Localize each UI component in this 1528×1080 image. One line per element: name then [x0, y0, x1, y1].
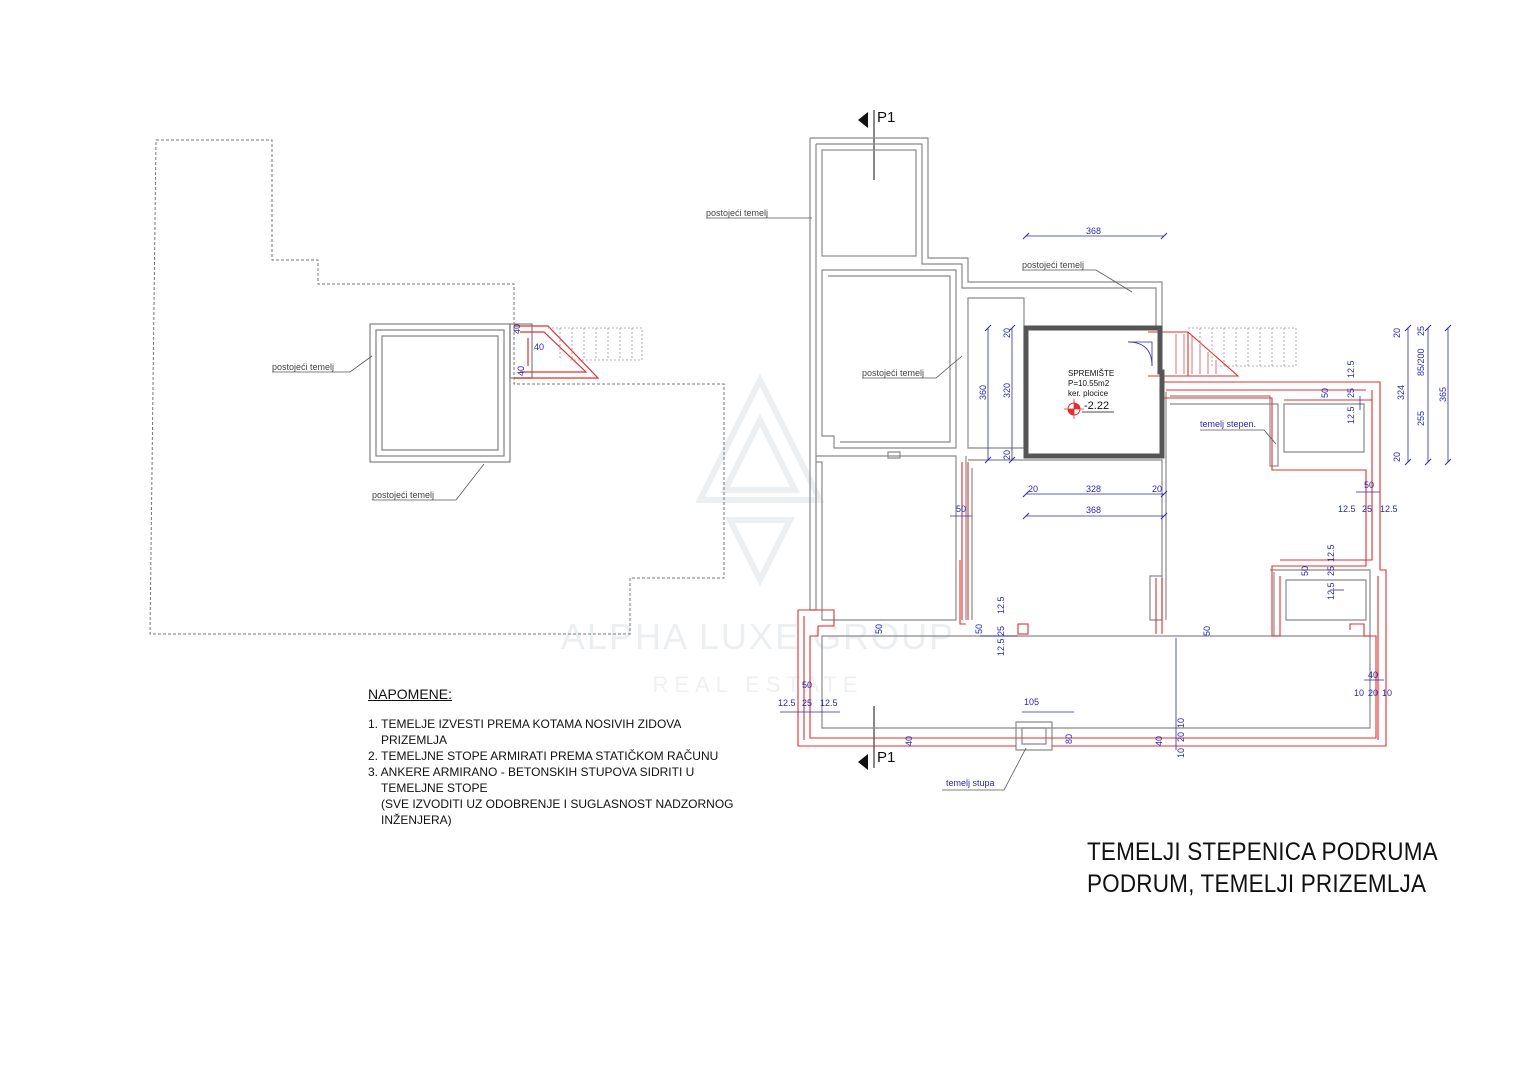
dim-label: 20: [1392, 452, 1402, 462]
left-foundation-square: [369, 323, 533, 463]
storage-room: SPREMIŠTE P=10.55m2 ker. plocice -2.22: [1023, 325, 1165, 459]
dim-label: 320: [1002, 383, 1012, 398]
room-area: P=10.55m2: [1068, 379, 1110, 388]
note-line: TEMELJNE STOPE: [381, 781, 488, 795]
dim-label: 12.5: [996, 638, 1006, 656]
label-existing-foundation: postojeći temelj: [706, 208, 768, 218]
dim-label: 25: [1326, 566, 1336, 576]
left-stair-foundation: [514, 325, 600, 379]
dim-label: 25: [996, 626, 1006, 636]
left-leaders: [272, 355, 485, 501]
dim-label: 40: [904, 736, 914, 746]
dim-label: 50: [1300, 566, 1310, 576]
note-line: 1. TEMELJE IZVESTI PREMA KOTAMA NOSIVIH …: [368, 717, 682, 731]
dim-label: 50: [1320, 388, 1330, 398]
dim-label: 20: [1392, 328, 1402, 338]
note-line: 3. ANKERE ARMIRANO - BETONSKIH STUPOVA S…: [368, 765, 695, 779]
section-label-top: P1: [877, 109, 895, 126]
dim-label: 324: [1396, 385, 1406, 400]
label-stair-foundation: temelj stepen.: [1200, 419, 1256, 429]
dim-label: 40: [1154, 736, 1164, 746]
dim-label: 12.5: [1346, 406, 1356, 424]
section-marker-bottom: P1: [858, 706, 895, 770]
dim-label: 25: [1346, 388, 1356, 398]
drawing-title: TEMELJI STEPENICA PODRUMA PODRUM, TEMELJ…: [1087, 836, 1477, 900]
dim-label: 12.5: [1326, 544, 1336, 562]
notes-title: NAPOMENE:: [368, 686, 453, 702]
dim-label: 25: [802, 698, 812, 708]
note-line: PRIZEMLJA: [381, 733, 448, 747]
note-line: INŽENJERA): [381, 813, 452, 827]
existing-walls: [809, 137, 1371, 751]
title-line-2: PODRUM, TEMELJI PRIZEMLJA: [1087, 870, 1427, 898]
dimension-labels: 368 328 368 20 20 360 320 20 20 20 20 32…: [778, 226, 1448, 758]
dim-label: 20: [1002, 450, 1012, 460]
dim-label: 20: [1002, 328, 1012, 338]
dim-label: 25: [1416, 326, 1426, 336]
dim-label: 12.5: [1346, 360, 1356, 378]
red-stair-hatching: [1175, 334, 1217, 374]
dimension-lines: [780, 235, 1449, 750]
dim-label: 50: [1364, 480, 1374, 490]
dim-label: 12.5: [820, 698, 838, 708]
note-line: 2. TEMELJNE STOPE ARMIRATI PREMA STATIČK…: [368, 749, 719, 763]
section-label-bottom: P1: [877, 749, 895, 766]
title-line-1: TEMELJI STEPENICA PODRUMA: [1087, 838, 1438, 866]
dim-label: 10: [1176, 748, 1186, 758]
dim-label: 328: [1086, 484, 1101, 494]
dim-label: 85/200: [1416, 348, 1426, 376]
dim-label: 12.5: [1380, 504, 1398, 514]
dimension-ticks: [984, 232, 1452, 520]
dim-label: 40: [512, 324, 522, 334]
dim-label: 12.5: [778, 698, 796, 708]
room-name: SPREMIŠTE: [1068, 369, 1114, 378]
dim-label: 40: [516, 366, 526, 376]
dim-label: 25: [1362, 504, 1372, 514]
dim-label: 12.5: [1326, 582, 1336, 600]
left-dimensions: 40 40 40: [512, 324, 544, 376]
watermark-subtitle: REAL ESTATE: [652, 672, 864, 697]
dim-label: 10: [1382, 688, 1392, 698]
label-existing-foundation: postojeći temelj: [1022, 260, 1084, 270]
dim-label: 80: [1064, 734, 1074, 744]
dim-label: 105: [1024, 697, 1039, 707]
existing-outline-left: [149, 139, 725, 635]
level-marker-icon: [1064, 399, 1084, 419]
dim-label: 20: [1368, 688, 1378, 698]
dim-label: 360: [978, 385, 988, 400]
label-column-foundation: temelj stupa: [946, 778, 995, 788]
dim-label: 368: [1086, 226, 1101, 236]
dim-label: 368: [1086, 505, 1101, 515]
dim-label: 50: [1202, 626, 1212, 636]
dim-label: 12.5: [1338, 504, 1356, 514]
watermark-logo: [695, 373, 825, 587]
room-floor-finish: ker. plocice: [1068, 389, 1109, 398]
dim-label: 10: [1354, 688, 1364, 698]
dim-label: 10: [1176, 718, 1186, 728]
dim-label: 20: [1028, 484, 1038, 494]
right-stairs: [1188, 327, 1297, 367]
dim-label: 50: [802, 680, 812, 690]
label-existing-foundation: postojeći temelj: [272, 362, 334, 372]
right-leaders: [706, 217, 1277, 791]
dim-label: 20: [1176, 732, 1186, 742]
dim-label: 12.5: [996, 596, 1006, 614]
room-level: -2.22: [1084, 400, 1109, 412]
dim-label: 40: [534, 342, 544, 352]
dim-label: 50: [874, 624, 884, 634]
label-existing-foundation: postojeći temelj: [372, 490, 434, 500]
dim-label: 40: [1368, 670, 1378, 680]
dim-label: 365: [1438, 387, 1448, 402]
foundation-outlines: [797, 331, 1387, 747]
dim-label: 50: [956, 504, 966, 514]
dim-label: 20: [1152, 484, 1162, 494]
dim-label: 50: [974, 624, 984, 634]
label-existing-foundation: postojeći temelj: [862, 368, 924, 378]
left-stairs: [548, 327, 643, 361]
section-marker-top: P1: [858, 109, 895, 180]
dim-label: 255: [1416, 411, 1426, 426]
note-line: (SVE IZVODITI UZ ODOBRENJE I SUGLASNOST …: [381, 797, 734, 811]
notes-block: NAPOMENE: 1. TEMELJE IZVESTI PREMA KOTAM…: [368, 686, 768, 828]
